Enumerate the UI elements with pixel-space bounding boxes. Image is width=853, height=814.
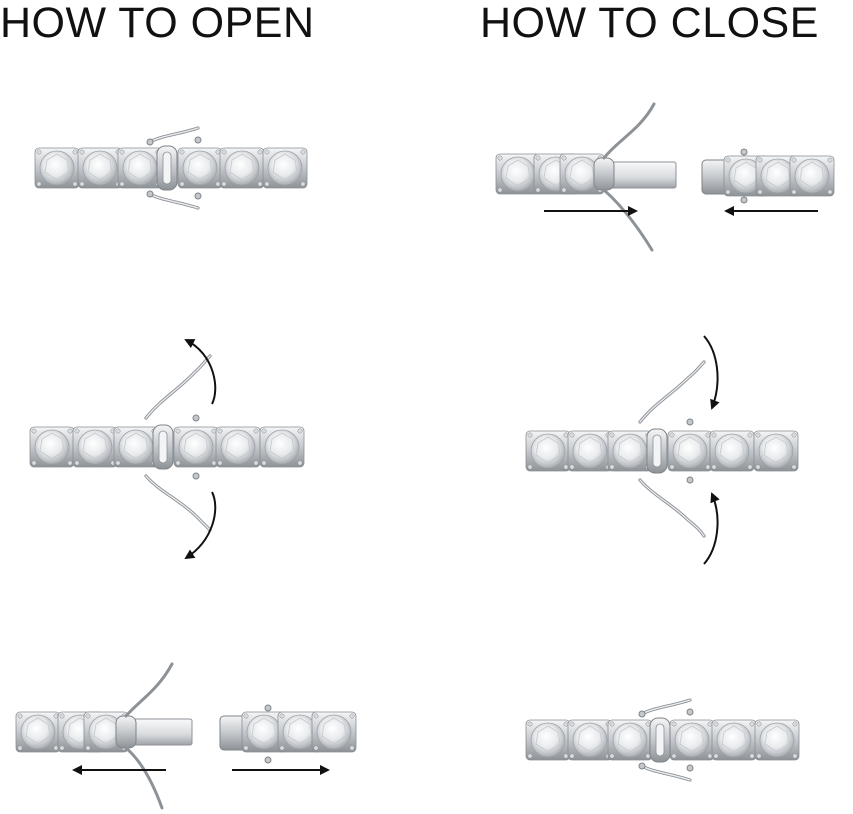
open-step-2-bracelet: [29, 354, 305, 532]
how-to-open-heading: HOW TO OPEN: [0, 0, 315, 47]
rotate-arrow-icon: [184, 491, 217, 560]
rotate-arrow-icon: [703, 335, 720, 410]
open-step-3-bracelet: [15, 662, 357, 810]
close-step-1-bracelet: [495, 102, 835, 252]
open-step-1-bracelet: [34, 126, 308, 210]
how-to-close-heading: HOW TO CLOSE: [480, 0, 819, 47]
close-step-3-bracelet: [525, 698, 800, 782]
close-step-2-bracelet: [525, 360, 799, 538]
rotate-arrow-icon: [703, 492, 720, 565]
rotate-arrow-icon: [184, 339, 217, 405]
